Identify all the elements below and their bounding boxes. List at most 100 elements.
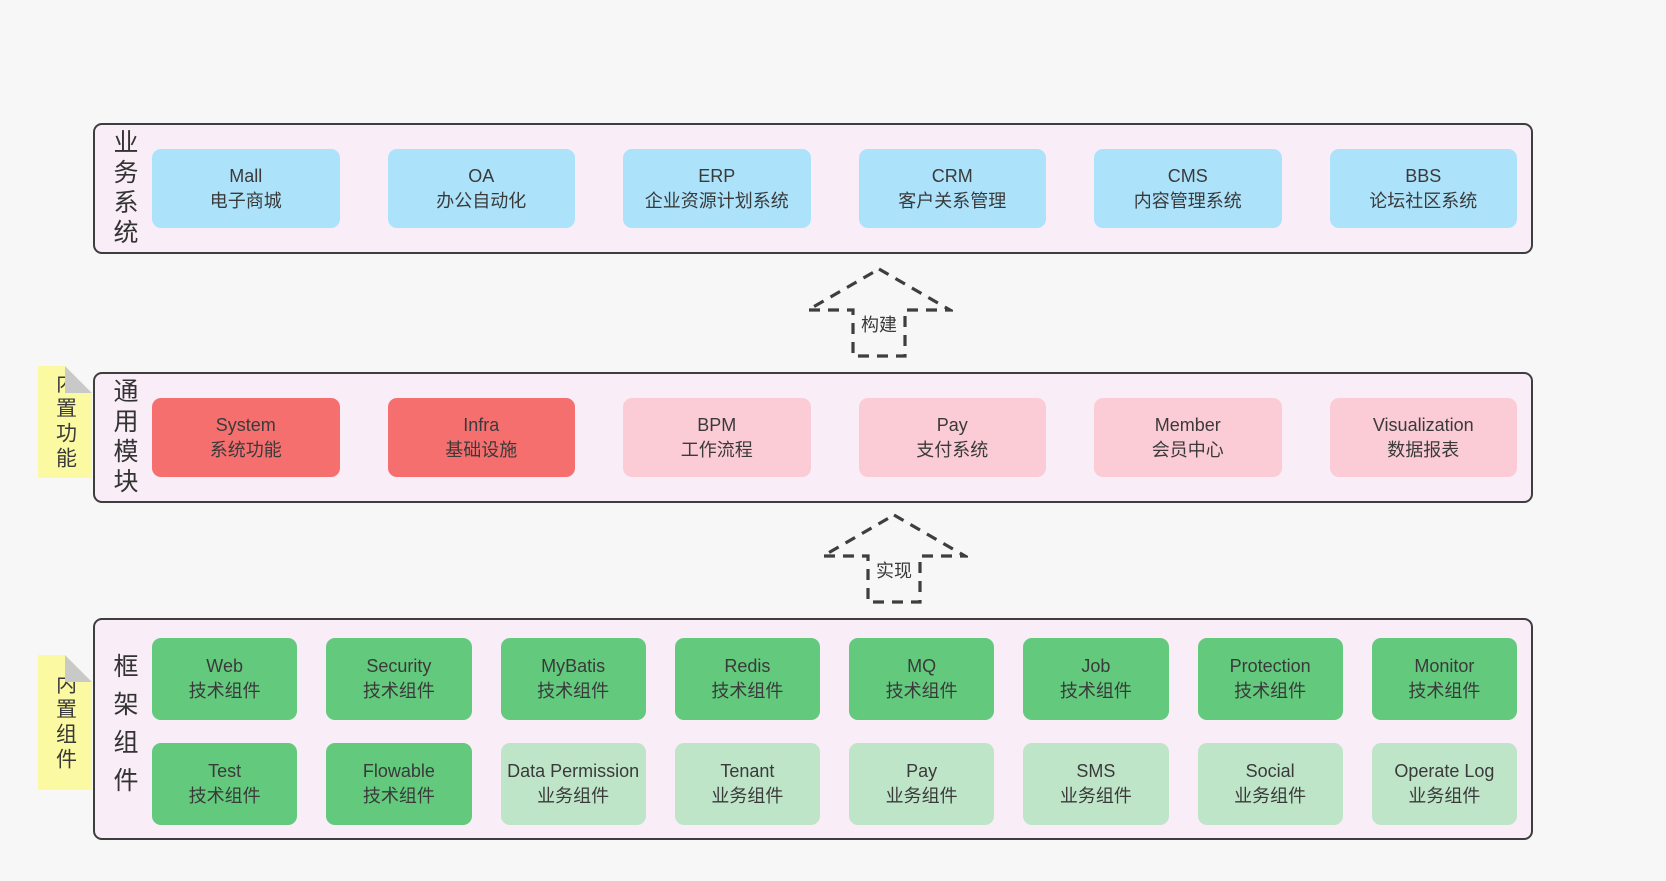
box-subtitle: 技术组件 bbox=[711, 681, 784, 701]
box-subtitle: 客户关系管理 bbox=[898, 190, 1007, 211]
note-built-in-features: 内置功能 bbox=[38, 366, 92, 478]
box-subtitle: 论坛社区系统 bbox=[1369, 190, 1478, 211]
box-crm: CRM 客户关系管理 bbox=[858, 149, 1046, 228]
box-subtitle: 基础设施 bbox=[445, 439, 518, 460]
common-modules-container: 通用模块 System 系统功能 Infra 基础设施 BPM 工作流程 Pay… bbox=[93, 372, 1533, 503]
box-visualization: Visualization 数据报表 bbox=[1329, 398, 1517, 477]
box-flowable: Flowable 技术组件 bbox=[326, 743, 472, 825]
box-subtitle: 业务组件 bbox=[1408, 786, 1481, 806]
box-title: Test bbox=[208, 761, 242, 782]
box-subtitle: 技术组件 bbox=[362, 786, 435, 806]
box-mybatis: MyBatis 技术组件 bbox=[500, 638, 646, 720]
business-systems-container: 业务系统 Mall 电子商城 OA 办公自动化 ERP 企业资源计划系统 CRM… bbox=[93, 123, 1533, 254]
business-systems-label: 业务系统 bbox=[95, 125, 152, 252]
box-pay-component: Pay 业务组件 bbox=[849, 743, 995, 825]
box-data-permission: Data Permission 业务组件 bbox=[500, 743, 646, 825]
box-member: Member 会员中心 bbox=[1094, 398, 1282, 477]
box-title: CRM bbox=[931, 165, 973, 186]
box-title: Redis bbox=[724, 656, 771, 677]
box-subtitle: 工作流程 bbox=[680, 439, 753, 460]
box-title: Visualization bbox=[1372, 414, 1474, 435]
box-redis: Redis 技术组件 bbox=[674, 638, 820, 720]
box-bbs: BBS 论坛社区系统 bbox=[1329, 149, 1517, 228]
box-monitor: Monitor 技术组件 bbox=[1371, 638, 1517, 720]
framework-components-grid: Web 技术组件 Security 技术组件 MyBatis 技术组件 Redi… bbox=[152, 620, 1531, 838]
box-bpm: BPM 工作流程 bbox=[623, 398, 811, 477]
box-title: Monitor bbox=[1414, 656, 1475, 677]
business-systems-label-text: 业务系统 bbox=[110, 128, 138, 249]
box-protection: Protection 技术组件 bbox=[1197, 638, 1343, 720]
box-title: Mall bbox=[229, 165, 263, 186]
arrow-build: 构建 bbox=[805, 266, 953, 358]
box-web: Web 技术组件 bbox=[152, 638, 298, 720]
box-subtitle: 电子商城 bbox=[209, 190, 282, 211]
box-subtitle: 技术组件 bbox=[1059, 681, 1132, 701]
framework-components-container: 框架组件 Web 技术组件 Security 技术组件 MyBatis 技术组件… bbox=[93, 618, 1533, 840]
box-social: Social 业务组件 bbox=[1197, 743, 1343, 825]
box-subtitle: 业务组件 bbox=[537, 786, 610, 806]
box-title: Infra bbox=[463, 414, 500, 435]
framework-components-label: 框架组件 bbox=[95, 620, 152, 838]
box-title: Pay bbox=[936, 414, 968, 435]
common-modules-boxes: System 系统功能 Infra 基础设施 BPM 工作流程 Pay 支付系统… bbox=[152, 374, 1531, 501]
note-text: 内置功能 bbox=[53, 372, 77, 472]
box-subtitle: 技术组件 bbox=[537, 681, 610, 701]
common-modules-label-text: 通用模块 bbox=[110, 377, 138, 498]
box-oa: OA 办公自动化 bbox=[387, 149, 575, 228]
box-title: Member bbox=[1154, 414, 1221, 435]
business-systems-boxes: Mall 电子商城 OA 办公自动化 ERP 企业资源计划系统 CRM 客户关系… bbox=[152, 125, 1531, 252]
note-fold-icon bbox=[65, 366, 92, 393]
box-title: Social bbox=[1245, 761, 1295, 782]
box-title: Job bbox=[1081, 656, 1111, 677]
box-title: ERP bbox=[698, 165, 736, 186]
box-mq: MQ 技术组件 bbox=[849, 638, 995, 720]
box-title: SMS bbox=[1076, 761, 1116, 782]
box-title: BBS bbox=[1405, 165, 1442, 186]
box-cms: CMS 内容管理系统 bbox=[1094, 149, 1282, 228]
box-subtitle: 内容管理系统 bbox=[1133, 190, 1242, 211]
box-title: Web bbox=[206, 656, 243, 677]
box-title: Protection bbox=[1229, 656, 1311, 677]
box-operate-log: Operate Log 业务组件 bbox=[1371, 743, 1517, 825]
arrow-implement-label: 实现 bbox=[873, 556, 915, 584]
framework-components-label-text: 框架组件 bbox=[110, 653, 138, 805]
box-sms: SMS 业务组件 bbox=[1023, 743, 1169, 825]
box-title: Data Permission bbox=[507, 761, 640, 782]
box-subtitle: 会员中心 bbox=[1151, 439, 1224, 460]
box-title: CMS bbox=[1167, 165, 1208, 186]
box-subtitle: 办公自动化 bbox=[436, 190, 527, 211]
box-job: Job 技术组件 bbox=[1023, 638, 1169, 720]
box-subtitle: 业务组件 bbox=[711, 786, 784, 806]
up-arrow-icon bbox=[805, 267, 953, 358]
box-mall: Mall 电子商城 bbox=[152, 149, 340, 228]
box-subtitle: 技术组件 bbox=[885, 681, 958, 701]
box-subtitle: 技术组件 bbox=[188, 681, 261, 701]
box-title: Security bbox=[366, 656, 432, 677]
box-pay: Pay 支付系统 bbox=[858, 398, 1046, 477]
arrow-build-label: 构建 bbox=[858, 310, 900, 338]
box-subtitle: 技术组件 bbox=[362, 681, 435, 701]
box-title: OA bbox=[468, 165, 495, 186]
note-text: 内置组件 bbox=[53, 672, 77, 773]
box-subtitle: 业务组件 bbox=[1059, 786, 1132, 806]
box-subtitle: 系统功能 bbox=[209, 439, 282, 460]
box-infra: Infra 基础设施 bbox=[387, 398, 575, 477]
note-fold-icon bbox=[65, 655, 92, 682]
box-security: Security 技术组件 bbox=[326, 638, 472, 720]
box-tenant: Tenant 业务组件 bbox=[674, 743, 820, 825]
box-title: System bbox=[215, 414, 276, 435]
box-subtitle: 业务组件 bbox=[885, 786, 958, 806]
box-title: Pay bbox=[906, 761, 938, 782]
box-subtitle: 企业资源计划系统 bbox=[644, 190, 789, 211]
box-title: MQ bbox=[907, 656, 937, 677]
box-system: System 系统功能 bbox=[152, 398, 340, 477]
note-built-in-components: 内置组件 bbox=[38, 655, 92, 790]
box-subtitle: 业务组件 bbox=[1234, 786, 1307, 806]
box-test: Test 技术组件 bbox=[152, 743, 298, 825]
box-subtitle: 技术组件 bbox=[188, 786, 261, 806]
box-title: Tenant bbox=[720, 761, 775, 782]
box-title: MyBatis bbox=[541, 656, 606, 677]
box-subtitle: 技术组件 bbox=[1408, 681, 1481, 701]
box-title: BPM bbox=[697, 414, 737, 435]
up-arrow-icon bbox=[820, 513, 968, 604]
